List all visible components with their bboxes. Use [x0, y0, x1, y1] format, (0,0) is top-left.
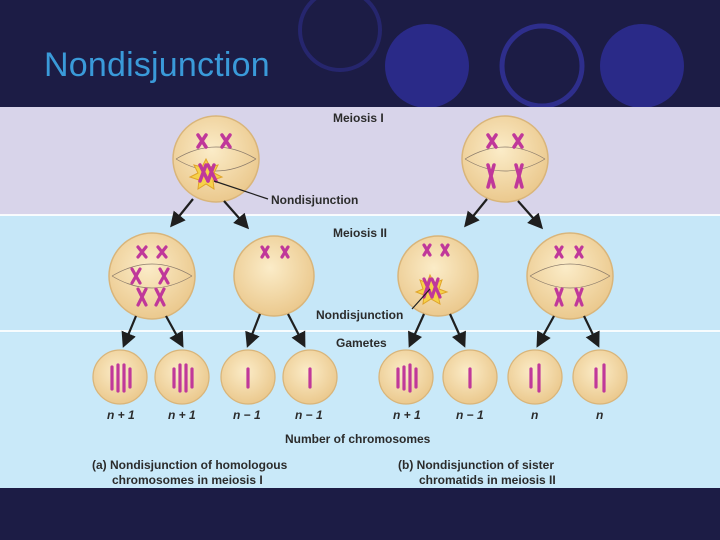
deco-circle-3 [600, 24, 684, 108]
header-decoration [298, 0, 684, 109]
caption-a-line2: chromosomes in meiosis I [112, 473, 263, 487]
caption-b-line1: (b) Nondisjunction of sister [398, 458, 554, 472]
label-meiosis-1: Meiosis I [333, 111, 384, 125]
chromosomes [486, 133, 524, 189]
diagram-svg: Meiosis I Nondisjunction Meiosis II [92, 111, 628, 487]
gamete-cell [220, 349, 276, 405]
arrows-meiosis1 [170, 198, 544, 230]
cell-meiosis2-1 [108, 232, 196, 320]
gamete-cell [507, 349, 563, 405]
gamete-labels: n + 1 n + 1 n − 1 n − 1 n + 1 n − 1 n n [107, 408, 603, 422]
cell-meiosis2-4 [526, 232, 614, 320]
gamete-label-b1: n + 1 [393, 408, 421, 422]
gamete-label-a1: n + 1 [107, 408, 135, 422]
gamete-label-a4: n − 1 [295, 408, 323, 422]
gamete-cell [154, 349, 210, 405]
gamete-cell [572, 349, 628, 405]
gamete-label-b4: n [596, 408, 603, 422]
callout-nondisjunction-a: Nondisjunction [271, 193, 358, 207]
arrows-meiosis2 [121, 313, 600, 348]
label-gametes: Gametes [336, 336, 387, 350]
slide-title: Nondisjunction [44, 46, 270, 84]
cell-meiosis2-2 [233, 235, 315, 317]
gamete-cell [378, 349, 434, 405]
deco-circle-1 [385, 24, 469, 108]
gamete-cell [92, 349, 148, 405]
callout-nondisjunction-b: Nondisjunction [316, 308, 403, 322]
label-meiosis-2: Meiosis II [333, 226, 387, 240]
deco-circle-2 [499, 23, 585, 109]
gamete-label-a2: n + 1 [168, 408, 196, 422]
caption-a-line1: (a) Nondisjunction of homologous [92, 458, 288, 472]
deco-circle-4 [298, 0, 382, 72]
cell-meiosis2-3 [397, 235, 479, 317]
chromosomes [196, 133, 232, 183]
slide-footer [0, 488, 720, 540]
gamete-label-a3: n − 1 [233, 408, 261, 422]
axis-label: Number of chromosomes [285, 432, 431, 446]
gamete-cell [282, 349, 338, 405]
band-divider [0, 214, 720, 216]
meiosis-figure: Meiosis I Nondisjunction Meiosis II [0, 107, 720, 488]
gamete-row [92, 349, 628, 405]
caption-b-line2: chromatids in meiosis II [419, 473, 556, 487]
cell-meiosis1-right [461, 115, 549, 203]
band-meiosis-1 [0, 107, 720, 215]
gamete-label-b2: n − 1 [456, 408, 484, 422]
callout-line [411, 288, 431, 310]
cell-meiosis1-left [172, 115, 260, 203]
band-divider [0, 330, 720, 332]
gamete-cell [442, 349, 498, 405]
callout-line [213, 180, 269, 200]
gamete-label-b3: n [531, 408, 538, 422]
